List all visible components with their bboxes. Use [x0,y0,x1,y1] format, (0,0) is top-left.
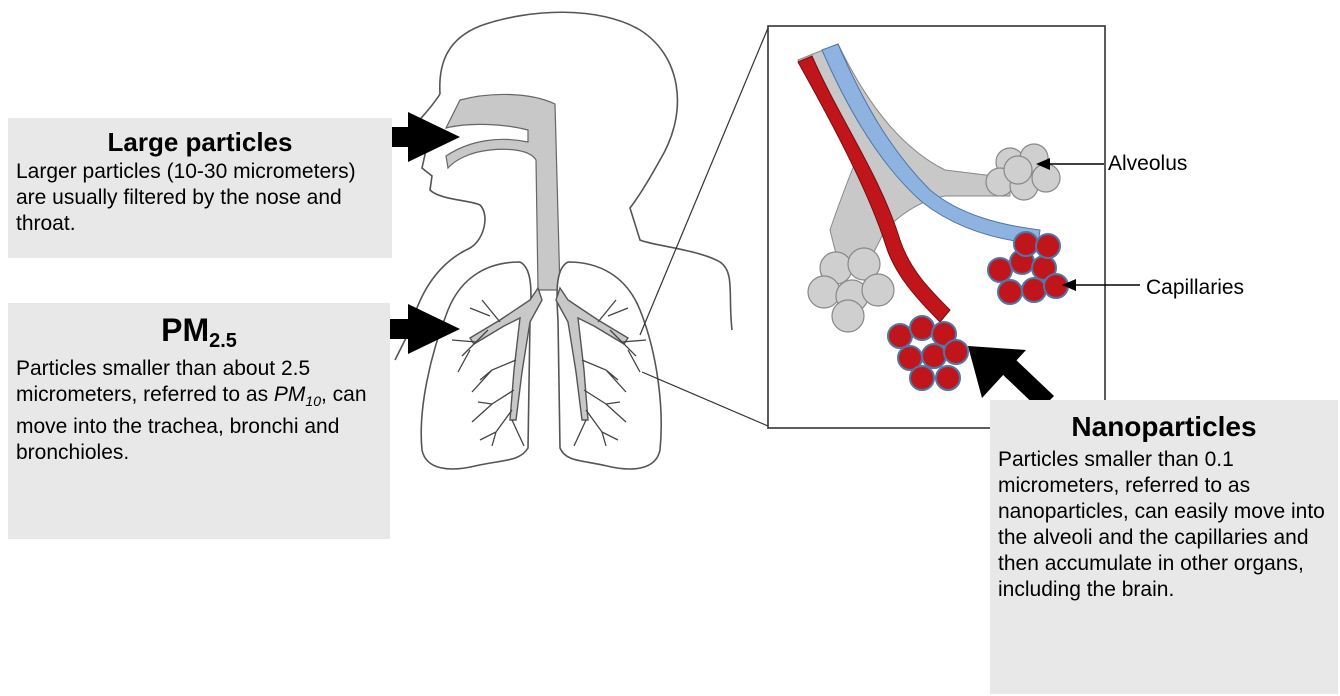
nanoparticles-body: Particles smaller than 0.1 micrometers, … [998,447,1330,603]
large-particles-body: Larger particles (10-30 micrometers) are… [16,159,384,237]
nanoparticles-title: Nanoparticles [998,412,1330,443]
pm25-title: PM2.5 [16,313,382,352]
zoom-line-top [640,28,768,335]
right-lung [557,262,661,469]
airway [446,94,560,290]
capillaries-label: Capillaries [1146,276,1244,300]
alveolus-label: Alveolus [1108,152,1187,176]
nanoparticles-callout: Nanoparticles Particles smaller than 0.1… [990,400,1338,694]
pm25-body: Particles smaller than about 2.5 microme… [16,356,382,466]
large-particles-callout: Large particles Larger particles (10-30 … [8,118,392,258]
pm25-callout: PM2.5 Particles smaller than about 2.5 m… [8,303,390,539]
large-particles-title: Large particles [16,128,384,157]
